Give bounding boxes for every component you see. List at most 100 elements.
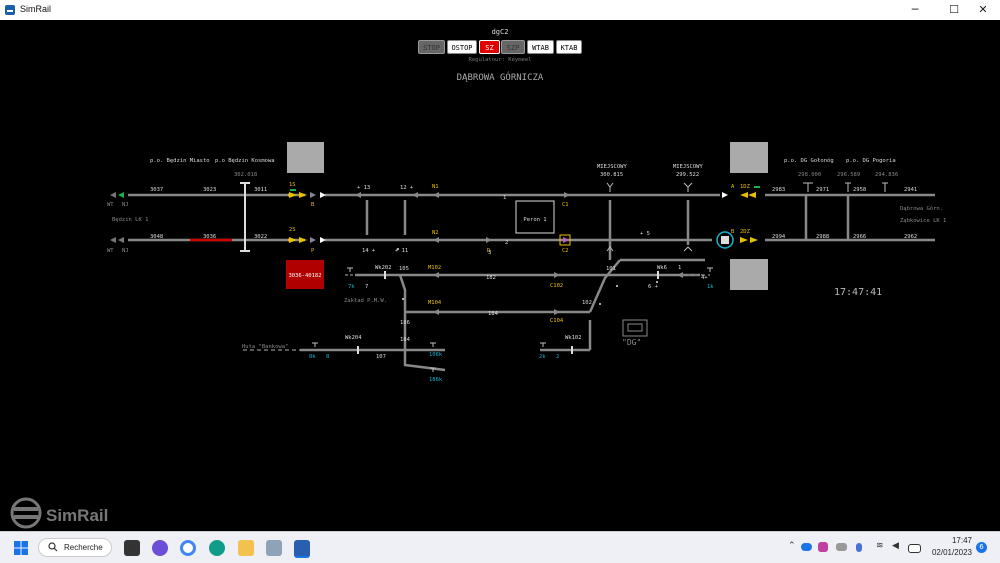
track-102-curve[interactable]	[588, 259, 621, 313]
signal-2s-arrow2[interactable]	[299, 237, 307, 243]
chrome-icon[interactable]	[180, 540, 196, 556]
label-2958: 2958	[853, 187, 866, 193]
signal-n1-arrow[interactable]	[433, 192, 439, 198]
track-106[interactable]	[403, 312, 446, 372]
switch-6[interactable]: 6 +	[648, 284, 659, 290]
battery-icon[interactable]	[908, 544, 921, 553]
shunt-186k-marker	[430, 367, 436, 372]
label-golonog: p.o. DG Gołonóg	[784, 157, 834, 164]
sz-button[interactable]: SZ	[479, 40, 500, 54]
signal-b-arrow[interactable]	[310, 192, 316, 198]
signal-13-arrow[interactable]	[355, 192, 361, 198]
label-102: 102	[582, 300, 592, 306]
signal-entry-green-top[interactable]	[118, 192, 124, 198]
signal-d-arrow[interactable]	[486, 237, 492, 243]
train-position-marker[interactable]	[716, 231, 734, 249]
taskbar-date[interactable]: 02/01/2023	[931, 548, 972, 557]
signal-d-label: D	[487, 248, 490, 254]
signal-106k-label: 106k	[429, 352, 443, 358]
label-dg: "DG"	[622, 338, 641, 347]
platform-box[interactable]	[515, 200, 555, 234]
label-pogoria: p.o. DG Pogoria	[846, 158, 896, 164]
close-button[interactable]: ✕	[978, 3, 988, 16]
signal-c1-arrow[interactable]	[564, 192, 570, 198]
signal-entry-grey-top[interactable]	[110, 192, 116, 198]
signal-c2-arrow[interactable]	[563, 237, 569, 243]
file-explorer-icon[interactable]	[238, 540, 254, 556]
microphone-icon[interactable]	[856, 543, 862, 552]
platform-label: Peron 1	[523, 217, 546, 223]
signal-1dz-arrow2[interactable]	[740, 192, 748, 198]
signal-m104-label: M104	[428, 300, 442, 306]
switch-14[interactable]: 14 +	[362, 248, 376, 254]
signal-b-reverse[interactable]	[320, 192, 326, 198]
signal-entry-grey-bottom-2[interactable]	[110, 237, 116, 243]
label-3036: 3036	[203, 234, 216, 240]
signal-c102-arrow[interactable]	[554, 272, 560, 278]
signal-1dz-arrow[interactable]	[748, 192, 756, 198]
signal-m102-label: M102	[428, 265, 441, 271]
simrail-taskbar-icon[interactable]	[294, 540, 310, 558]
signal-1s-arrow2[interactable]	[299, 192, 307, 198]
volume-icon[interactable]: ◀	[892, 541, 899, 551]
station-name: DĄBROWA GÓRNICZA	[457, 71, 544, 83]
tray-overflow-icon[interactable]: ⌃	[788, 541, 796, 551]
edge-icon[interactable]	[209, 540, 225, 556]
signal-2dz-arrow[interactable]	[740, 237, 748, 243]
crossover-right[interactable]	[804, 195, 850, 240]
switch-11[interactable]: + 11	[395, 248, 408, 254]
signal-c2-box[interactable]	[559, 234, 571, 246]
search-icon	[48, 542, 58, 552]
train-number-box[interactable]	[286, 260, 324, 289]
szp-button[interactable]: SZP	[501, 40, 525, 54]
signal-n2-arrow[interactable]	[433, 237, 439, 243]
task-view-icon[interactable]	[124, 540, 140, 556]
notepad-icon[interactable]	[266, 540, 282, 556]
crossover-13-14[interactable]	[365, 200, 407, 235]
switch-1[interactable]: 1	[678, 265, 681, 271]
signal-m102-arrow[interactable]	[433, 272, 439, 278]
label-182: 182	[486, 275, 496, 281]
switch-13[interactable]: + 13	[357, 185, 370, 191]
onedrive-icon[interactable]	[801, 543, 812, 551]
signal-p-arrow[interactable]	[310, 237, 316, 243]
indicator-box-right-bottom[interactable]	[730, 259, 768, 290]
signal-m104-arrow[interactable]	[433, 309, 439, 315]
signal-1s-label: 1S	[289, 182, 296, 188]
ostop-button[interactable]: OSTOP	[447, 40, 477, 54]
taskbar-search[interactable]: Recherche	[38, 538, 112, 557]
teams-icon[interactable]	[818, 542, 828, 552]
miejscowy-left-top-marker	[606, 182, 614, 192]
miejscowy-left-bottom-marker	[606, 246, 614, 252]
wtab-button[interactable]: WTAB	[527, 40, 554, 54]
signal-c104-arrow[interactable]	[554, 309, 560, 315]
train-icon[interactable]	[721, 236, 729, 244]
windows-start-icon[interactable]	[13, 540, 29, 556]
indicator-box-left[interactable]	[287, 142, 324, 173]
taskbar-time[interactable]: 17:47	[951, 536, 972, 545]
label-huta: Huta "Bankowa"	[242, 344, 288, 350]
switch-12[interactable]: 12 +	[400, 185, 414, 191]
wifi-icon[interactable]: ≋	[876, 541, 884, 551]
ktab-button[interactable]: KTAB	[556, 40, 582, 54]
notification-badge[interactable]: 6	[976, 542, 987, 553]
signal-2dz-arrow2[interactable]	[750, 237, 758, 243]
signal-12-arrow[interactable]	[412, 192, 418, 198]
keyboard-icon[interactable]	[836, 543, 847, 551]
signal-entry-grey-bottom-1[interactable]	[118, 237, 124, 243]
signal-a-arrow[interactable]	[722, 192, 728, 198]
switch-7[interactable]: 7	[365, 284, 368, 290]
dg-box-icon[interactable]	[622, 319, 648, 337]
window-title: SimRail	[20, 4, 52, 14]
chat-icon[interactable]	[152, 540, 168, 556]
switch-4[interactable]: 4+	[701, 275, 708, 281]
crossover-miejscowy[interactable]	[608, 200, 690, 245]
signal-p-reverse[interactable]	[320, 237, 326, 243]
signal-wk6-arrow[interactable]	[677, 272, 683, 278]
indicator-box-right-top[interactable]	[730, 142, 768, 173]
stop-button[interactable]: STOP	[418, 40, 445, 54]
track-186[interactable]	[398, 274, 407, 312]
minimize-button[interactable]: ─	[911, 3, 919, 16]
maximize-button[interactable]: ☐	[949, 3, 959, 16]
switch-5[interactable]: + 5	[640, 231, 650, 237]
